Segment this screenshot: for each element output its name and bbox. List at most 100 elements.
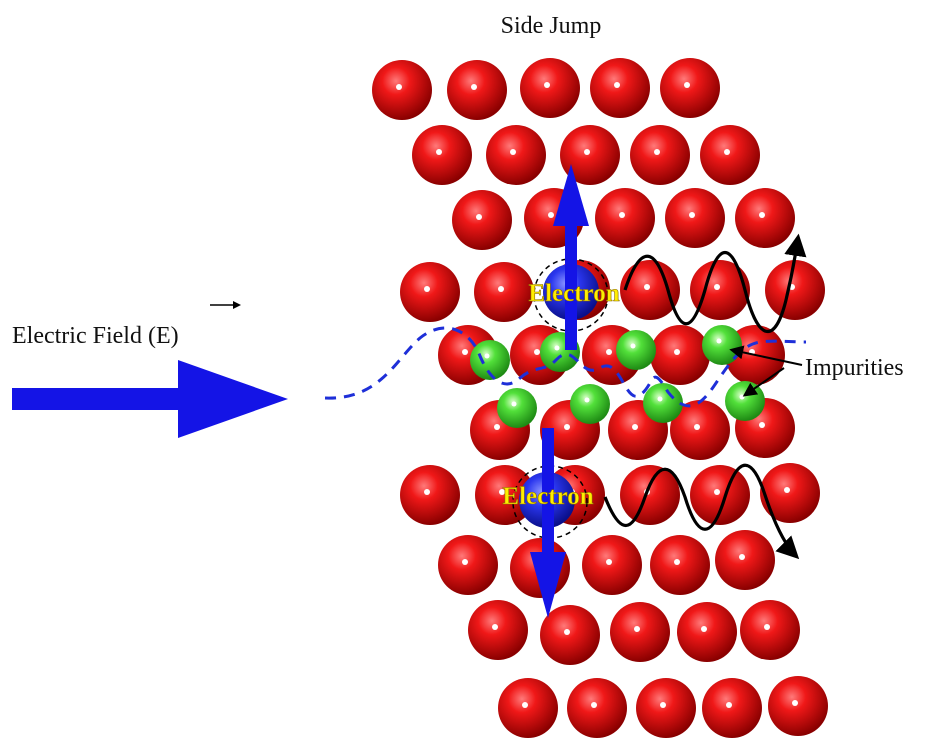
lattice-atom	[400, 262, 460, 322]
atom-highlight	[654, 149, 660, 155]
atom-highlight	[544, 82, 550, 88]
atom-highlight	[534, 349, 540, 355]
atom-highlight	[694, 424, 700, 430]
atom-highlight	[606, 349, 612, 355]
atom-highlight	[564, 424, 570, 430]
impurity-atom	[643, 383, 683, 423]
spin-up-arrowhead	[553, 164, 589, 226]
atom-highlight	[564, 629, 570, 635]
lattice-atom	[438, 535, 498, 595]
electric-field-arrow	[12, 360, 288, 438]
electron-lower-label: Electron	[502, 483, 593, 510]
impurity-highlight	[657, 396, 663, 402]
atom-highlight	[726, 702, 732, 708]
lattice-atom	[630, 125, 690, 185]
lattice-atom	[660, 58, 720, 118]
field-arrow-head	[178, 360, 288, 438]
atom-highlight	[714, 284, 720, 290]
impurity-atom	[616, 330, 656, 370]
impurity-pointer-lower	[742, 367, 785, 397]
atom-highlight	[436, 149, 442, 155]
spin-down-arrowhead	[530, 552, 566, 618]
impurity-highlight	[739, 394, 745, 400]
lattice-atom	[590, 58, 650, 118]
atom-highlight	[591, 702, 597, 708]
impurity-atom	[702, 325, 742, 365]
lattice-atom	[498, 678, 558, 738]
atom-highlight	[584, 149, 590, 155]
electron-upper-label: Electron	[528, 280, 619, 307]
impurity-highlight	[716, 338, 722, 344]
impurity-atom	[725, 381, 765, 421]
lattice-atom	[486, 125, 546, 185]
atom-highlight	[462, 349, 468, 355]
impurity-pointer-upper	[729, 345, 803, 366]
atom-highlight	[764, 624, 770, 630]
atom-highlight	[684, 82, 690, 88]
lattice-atom	[474, 262, 534, 322]
atom-highlight	[510, 149, 516, 155]
wave-upper	[623, 233, 807, 334]
atom-highlight	[548, 212, 554, 218]
spin-down-shaft	[542, 428, 554, 558]
lattice-atom	[560, 125, 620, 185]
atom-highlight	[494, 424, 500, 430]
atom-highlight	[674, 559, 680, 565]
impurities-label: Impurities	[805, 355, 904, 381]
atom-highlight	[522, 702, 528, 708]
lattice-atom	[702, 678, 762, 738]
atom-highlight	[724, 149, 730, 155]
impurity-highlight	[554, 345, 560, 351]
impurity-atom	[470, 340, 510, 380]
atom-highlight	[632, 424, 638, 430]
lattice-atom	[690, 260, 750, 320]
atom-highlight	[644, 284, 650, 290]
impurity-highlight	[584, 397, 590, 403]
lattice-atom	[412, 125, 472, 185]
atom-highlight	[619, 212, 625, 218]
atom-highlight	[492, 624, 498, 630]
lattice-atom	[595, 188, 655, 248]
lattice-atom	[400, 465, 460, 525]
electron-lower: Electron	[502, 428, 594, 618]
lattice-atom	[677, 602, 737, 662]
lattice-atom	[740, 600, 800, 660]
atom-highlight	[701, 626, 707, 632]
lattice-atom	[620, 260, 680, 320]
atom-highlight	[660, 702, 666, 708]
lattice-atom	[665, 188, 725, 248]
lattice-atom	[452, 190, 512, 250]
lattice-atom	[582, 535, 642, 595]
atom-highlight	[499, 489, 505, 495]
lattice-atom	[700, 125, 760, 185]
atom-highlight	[759, 212, 765, 218]
electron-upper: Electron	[528, 164, 620, 350]
atom-highlight	[739, 554, 745, 560]
spin-up-shaft	[565, 222, 577, 350]
atom-highlight	[714, 489, 720, 495]
lattice-atom	[372, 60, 432, 120]
lattice-atom	[650, 325, 710, 385]
lattice-atom	[768, 676, 828, 736]
diagram-title: Side Jump	[501, 13, 602, 39]
lattice-atom	[610, 602, 670, 662]
lattice-atom	[670, 400, 730, 460]
impurity-atom	[570, 384, 610, 424]
lattice-atom	[650, 535, 710, 595]
lattice-atom	[735, 188, 795, 248]
lattice-atom	[765, 260, 825, 320]
lattice-atom	[620, 465, 680, 525]
atom-highlight	[424, 489, 430, 495]
atom-highlight	[471, 84, 477, 90]
atom-highlight	[759, 422, 765, 428]
wave-lower	[603, 463, 800, 560]
atom-highlight	[614, 82, 620, 88]
lattice-atom	[468, 600, 528, 660]
impurity-highlight	[511, 401, 517, 407]
atom-highlight	[396, 84, 402, 90]
atom-highlight	[689, 212, 695, 218]
lattice-atom	[690, 465, 750, 525]
atom-highlight	[424, 286, 430, 292]
impurity-highlight	[484, 353, 490, 359]
